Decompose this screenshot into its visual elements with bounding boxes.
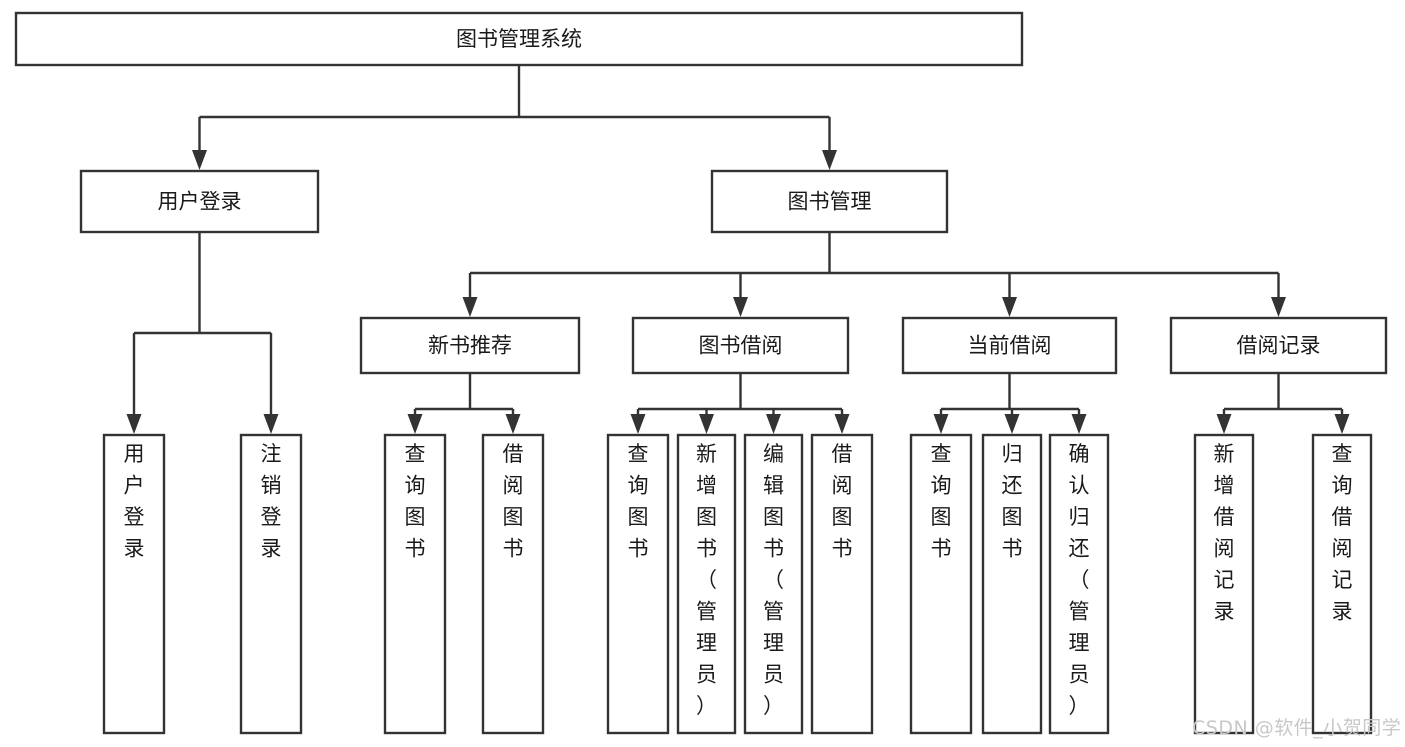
node-leaf-query-book-1[interactable]: 查询图书 [383, 433, 447, 735]
node-label: 图书管理系统 [456, 27, 582, 51]
node-label: 归还图书 [1002, 442, 1023, 561]
node-leaf-query-record[interactable]: 查询借阅记录 [1311, 433, 1373, 735]
node-leaf-confirm-return[interactable]: 确认归还（管理员） [1048, 433, 1110, 735]
arrow-head-icon [1334, 414, 1350, 434]
node-box[interactable] [1311, 433, 1373, 735]
node-box[interactable] [606, 433, 670, 735]
node-label: 用户登录 [124, 442, 145, 561]
node-leaf-add-record[interactable]: 新增借阅记录 [1193, 433, 1255, 735]
node-box[interactable] [909, 433, 973, 735]
node-label: 用户登录 [158, 190, 242, 214]
node-label: 当前借阅 [968, 334, 1052, 358]
arrow-head-icon [126, 414, 142, 434]
connector-group-root-children [192, 65, 837, 170]
connector-group-book-manage-children [462, 232, 1286, 317]
node-box[interactable] [1169, 316, 1388, 375]
arrow-head-icon [192, 150, 207, 170]
node-root[interactable]: 图书管理系统 [14, 11, 1024, 67]
node-box[interactable] [481, 433, 545, 735]
node-label: 图书借阅 [699, 334, 783, 358]
node-layer: 图书管理系统用户登录图书管理新书推荐图书借阅当前借阅借阅记录用户登录注销登录查询… [14, 11, 1388, 735]
connector-group-user-login-children [126, 232, 279, 434]
node-label: 查询图书 [931, 442, 952, 561]
node-label: 查询借阅记录 [1332, 442, 1353, 624]
node-label: 确认归还（管理员） [1069, 442, 1090, 718]
arrow-head-icon [1004, 414, 1020, 434]
node-leaf-query-book-3[interactable]: 查询图书 [909, 433, 973, 735]
node-label: 查询图书 [628, 442, 649, 561]
node-box[interactable] [901, 316, 1118, 375]
arrow-head-icon [630, 414, 646, 434]
node-box[interactable] [743, 433, 804, 735]
node-leaf-edit-book[interactable]: 编辑图书（管理员） [743, 433, 804, 735]
node-leaf-return-book[interactable]: 归还图书 [981, 433, 1043, 735]
arrow-head-icon [699, 414, 714, 434]
node-label: 图书管理 [788, 190, 872, 214]
arrow-head-icon [766, 414, 781, 434]
node-label: 借阅图书 [503, 442, 524, 561]
arrow-head-icon [1271, 297, 1286, 317]
node-leaf-borrow-book-1[interactable]: 借阅图书 [481, 433, 545, 735]
node-box[interactable] [710, 169, 949, 234]
node-label: 查询图书 [405, 442, 426, 561]
node-book-manage[interactable]: 图书管理 [710, 169, 949, 234]
node-leaf-user-login[interactable]: 用户登录 [102, 433, 166, 735]
node-box[interactable] [102, 433, 166, 735]
arrow-head-icon [462, 297, 478, 317]
arrow-head-icon [1002, 297, 1017, 317]
connector-layer [126, 65, 1350, 434]
node-current-borrow[interactable]: 当前借阅 [901, 316, 1118, 375]
node-label: 编辑图书（管理员） [763, 442, 784, 718]
arrow-head-icon [933, 414, 949, 434]
node-leaf-query-book-2[interactable]: 查询图书 [606, 433, 670, 735]
connector-group-new-book-rec-children [407, 373, 521, 434]
arrow-head-icon [1216, 414, 1232, 434]
arrow-head-icon [834, 414, 850, 434]
node-box[interactable] [383, 433, 447, 735]
arrow-head-icon [263, 414, 279, 434]
node-box[interactable] [1193, 433, 1255, 735]
node-borrow-record[interactable]: 借阅记录 [1169, 316, 1388, 375]
node-leaf-borrow-book-2[interactable]: 借阅图书 [810, 433, 874, 735]
node-box[interactable] [631, 316, 850, 375]
node-box[interactable] [239, 433, 303, 735]
arrow-head-icon [1071, 414, 1087, 434]
node-label: 新增借阅记录 [1214, 442, 1235, 624]
arrow-head-icon [822, 150, 837, 170]
node-box[interactable] [79, 169, 320, 234]
connector-group-current-borrow-children [933, 373, 1087, 434]
node-label: 借阅图书 [832, 442, 853, 561]
node-box[interactable] [1048, 433, 1110, 735]
node-book-borrow[interactable]: 图书借阅 [631, 316, 850, 375]
node-label: 注销登录 [261, 442, 282, 561]
arrow-head-icon [407, 414, 423, 434]
node-box[interactable] [810, 433, 874, 735]
node-leaf-logout[interactable]: 注销登录 [239, 433, 303, 735]
connector-group-book-borrow-children [630, 373, 850, 434]
node-box[interactable] [359, 316, 581, 375]
node-box[interactable] [981, 433, 1043, 735]
arrow-head-icon [505, 414, 521, 434]
node-label: 新增图书（管理员） [696, 442, 717, 718]
node-label: 借阅记录 [1237, 334, 1321, 358]
node-user-login[interactable]: 用户登录 [79, 169, 320, 234]
node-label: 新书推荐 [428, 334, 512, 358]
node-box[interactable] [14, 11, 1024, 67]
node-box[interactable] [676, 433, 737, 735]
connector-group-borrow-record-children [1216, 373, 1350, 434]
node-new-book-rec[interactable]: 新书推荐 [359, 316, 581, 375]
arrow-head-icon [733, 297, 748, 317]
node-leaf-add-book[interactable]: 新增图书（管理员） [676, 433, 737, 735]
